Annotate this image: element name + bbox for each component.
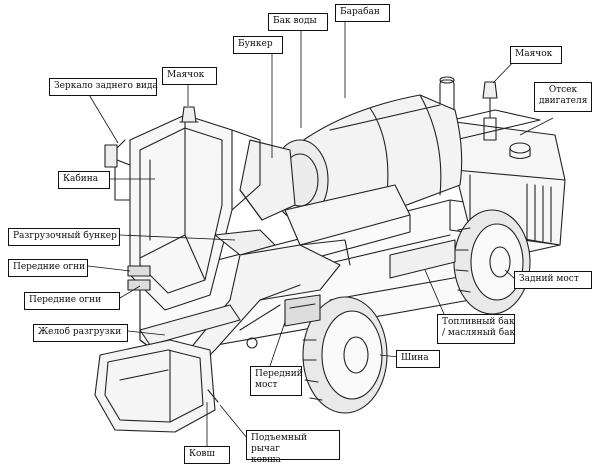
label-beacon-left: Маячок	[162, 67, 217, 85]
label-cabin: Кабина	[58, 171, 110, 189]
label-engine-bay-line2: двигателя	[539, 96, 588, 106]
loading-hopper	[239, 139, 296, 221]
label-front-axle-line2: мост	[255, 380, 278, 390]
label-front-axle-line1: Передний	[255, 369, 303, 379]
label-drum: Барабан	[335, 4, 390, 22]
rear-wheel	[453, 209, 531, 315]
label-discharge-chute: Желоб разгрузки	[33, 324, 128, 342]
bucket	[94, 339, 219, 433]
label-bucket: Ковш	[184, 446, 230, 464]
label-discharge-hopper: Разгрузочный бункер	[8, 228, 120, 246]
label-engine-bay-line1: Отсек	[548, 85, 578, 95]
label-fuel-tank: Топливный бак / масляный бак	[437, 314, 515, 344]
fuel-tank	[389, 239, 456, 279]
label-front-lights-2: Передние огни	[24, 292, 120, 310]
label-engine-bay: Отсек двигателя	[534, 82, 592, 112]
right-beacon	[482, 81, 498, 141]
label-water-tank: Бак воды	[268, 13, 328, 31]
label-beacon-right: Маячок	[510, 46, 562, 64]
label-fuel-tank-line2: / масляный бак	[442, 328, 516, 338]
label-rear-axle: Задний мост	[514, 271, 592, 289]
left-beacon	[179, 106, 199, 123]
label-bucket-arm: Подъемный рычаг ковша	[246, 430, 340, 465]
label-front-lights-1: Передние огни	[8, 259, 88, 277]
label-fuel-tank-line1: Топливный бак	[442, 317, 515, 327]
label-bucket-arm-line1: Подъемный рычаг	[251, 433, 308, 454]
discharge-hopper	[214, 229, 276, 256]
engine-compartment	[409, 76, 566, 246]
label-front-axle: Передний мост	[250, 366, 303, 396]
label-tire: Шина	[396, 350, 440, 368]
label-bucket-arm-line2: ковша	[251, 455, 281, 465]
label-rear-mirror: Зеркало заднего вида	[49, 78, 158, 96]
front-axle	[284, 294, 321, 327]
label-hopper: Бункер	[233, 36, 283, 54]
front-wheel	[302, 296, 388, 414]
